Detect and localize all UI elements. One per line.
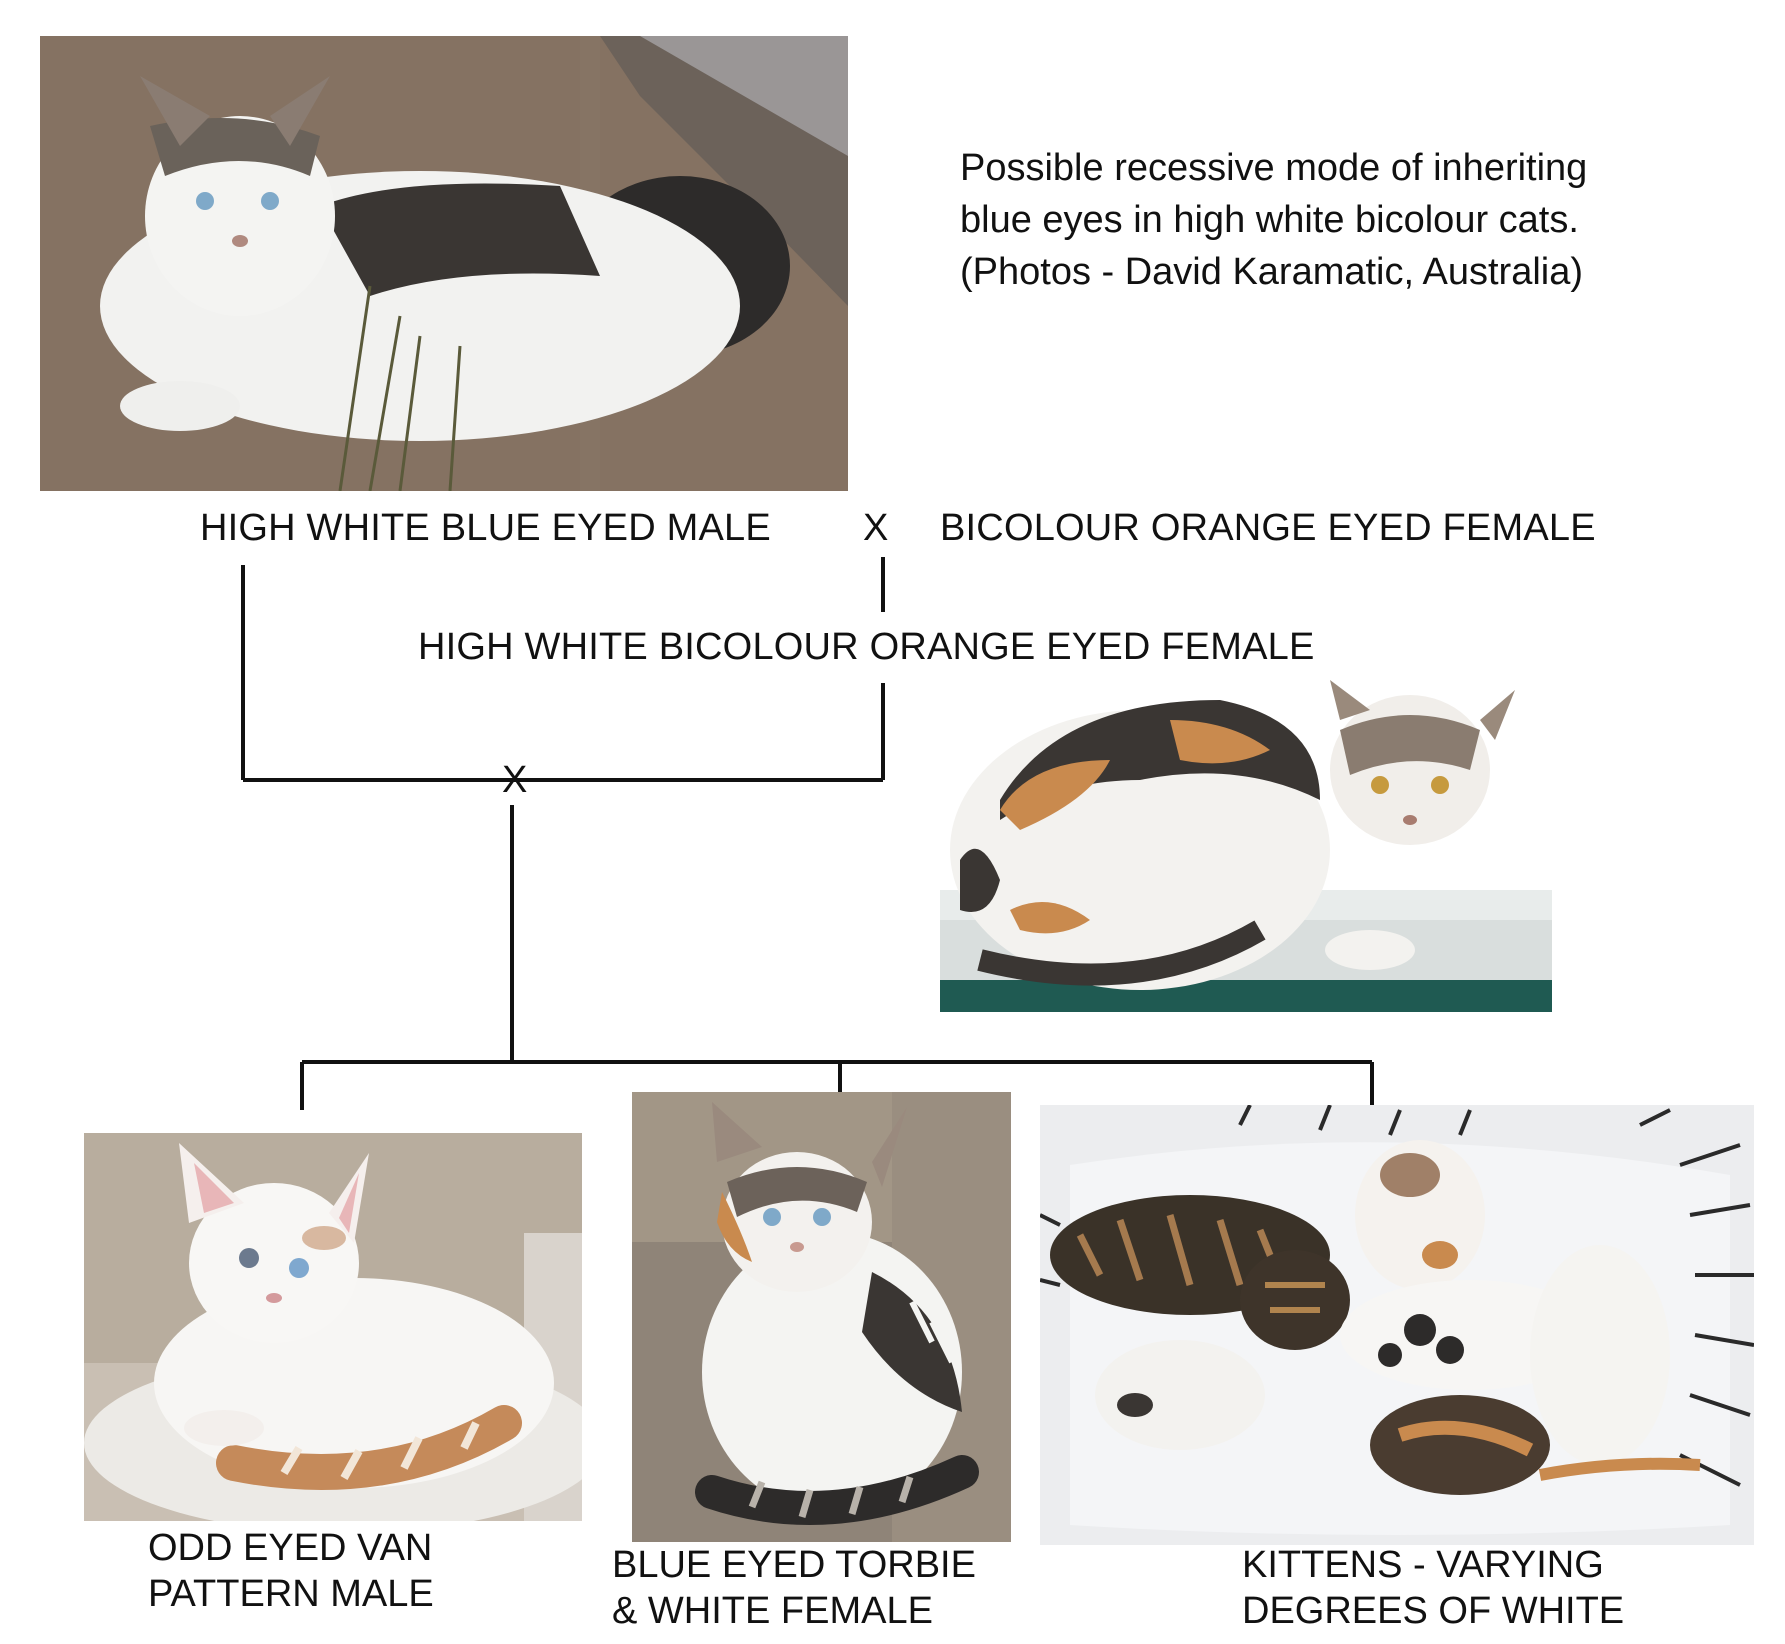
title-line-3: (Photos - David Karamatic, Australia) <box>960 251 1584 293</box>
photo-kittens <box>1040 1105 1754 1545</box>
offspring-caption-kittens: KITTENS - VARYING DEGREES OF WHITE <box>1242 1544 1625 1632</box>
offspring-caption-van-male: ODD EYED VAN PATTERN MALE <box>148 1527 434 1615</box>
female-parent-label: BICOLOUR ORANGE EYED FEMALE <box>940 507 1596 549</box>
photo-blue-eyed-torbie-female <box>632 1092 1011 1542</box>
photo-odd-eyed-van-male <box>84 1133 582 1521</box>
photo-orange-eyed-female <box>940 680 1552 1012</box>
offspring-cross-symbol: X <box>502 759 528 801</box>
title-line-1: Possible recessive mode of inheriting <box>960 147 1588 189</box>
daughter-label: HIGH WHITE BICOLOUR ORANGE EYED FEMALE <box>418 626 1315 668</box>
parents-cross-symbol: X <box>863 507 889 549</box>
offspring-caption-torbie-female: BLUE EYED TORBIE & WHITE FEMALE <box>612 1544 976 1632</box>
photo-blue-eyed-male <box>40 36 848 491</box>
male-parent-label: HIGH WHITE BLUE EYED MALE <box>200 507 771 549</box>
diagram-title: Possible recessive mode of inheriting bl… <box>960 142 1587 298</box>
title-line-2: blue eyes in high white bicolour cats. <box>960 199 1579 241</box>
